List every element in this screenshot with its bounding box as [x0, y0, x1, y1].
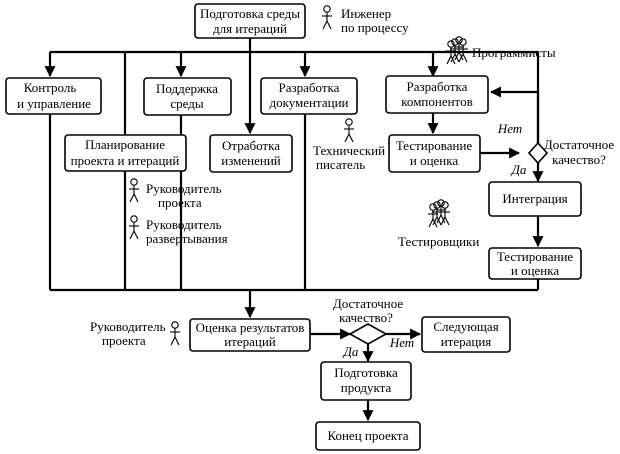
box-support-env: Поддержка среды	[143, 77, 232, 116]
box-eval: Оценка результатов итераций	[189, 318, 311, 352]
box-next-iter-line1: Следующая	[433, 319, 498, 334]
connectors	[44, 38, 544, 422]
box-changes-line2: изменений	[221, 153, 281, 168]
role-tech-writer-line2: писатель	[316, 157, 365, 172]
role-testers: Тестировщики	[398, 199, 479, 249]
person-icon	[343, 118, 355, 143]
role-project-manager-1: Руководитель проекта	[128, 178, 222, 210]
decision-2-yes-label: Да	[342, 344, 359, 359]
box-test2-line2: и оценка	[511, 263, 560, 278]
person-icon	[321, 5, 333, 30]
box-next-iter: Следующая итерация	[421, 316, 511, 353]
role-process-engineer-line1: Инженер	[341, 6, 391, 21]
decision-1-yes-label: Да	[510, 162, 527, 177]
decision-1-question-line2: качество?	[552, 152, 606, 167]
box-prep-env: Подготовка среды для итераций	[194, 3, 306, 39]
person-icon	[169, 321, 181, 346]
box-end: Конец проекта	[315, 421, 421, 451]
decision-quality-2: Достаточное качество? Нет Да	[333, 296, 414, 359]
box-control-line2: и управление	[17, 96, 91, 111]
box-next-iter-line2: итерация	[441, 334, 492, 349]
role-project-manager-1-line1: Руководитель	[146, 181, 222, 196]
decision-1-no-label: Нет	[497, 121, 522, 136]
box-comp-dev-line1: Разработка	[407, 79, 468, 94]
group-of-people-icon	[445, 36, 469, 65]
box-changes-line1: Отработка	[222, 138, 280, 153]
box-comp-dev-line2: компонентов	[401, 94, 472, 109]
role-tech-writer-line1: Технический	[313, 143, 385, 158]
role-programmers-label: Программисты	[472, 45, 556, 60]
box-prep-product-line2: продукта	[341, 380, 392, 395]
box-doc-dev-line2: документации	[269, 95, 348, 110]
decision-2-question-line1: Достаточное	[333, 296, 404, 311]
box-doc-dev: Разработка документации	[260, 77, 358, 115]
role-project-manager-2-line2: проекта	[102, 333, 146, 348]
box-integration: Интеграция	[488, 181, 582, 217]
box-test2-line1: Тестирование	[497, 249, 574, 264]
decision-2-no-label: Нет	[389, 335, 414, 350]
role-process-engineer-line2: по процессу	[341, 20, 409, 35]
box-test1-line2: и оценка	[410, 153, 459, 168]
box-integration-label: Интеграция	[502, 191, 567, 206]
box-planning-line1: Планирование	[85, 137, 165, 152]
box-test1-line1: Тестирование	[396, 138, 473, 153]
box-doc-dev-line1: Разработка	[279, 80, 340, 95]
role-deploy-manager: Руководитель развертывания	[128, 215, 228, 246]
box-planning-line2: проекта и итераций	[71, 153, 180, 168]
role-process-engineer: Инженер по процессу	[321, 5, 409, 35]
box-eval-line1: Оценка результатов	[196, 320, 305, 335]
box-prep-product: Подготовка продукта	[320, 361, 412, 401]
role-project-manager-1-line2: проекта	[158, 195, 202, 210]
box-changes: Отработка изменений	[209, 134, 293, 173]
role-tech-writer: Технический писатель	[313, 118, 385, 172]
role-project-manager-2-line1: Руководитель	[90, 319, 166, 334]
person-icon	[128, 178, 140, 203]
role-programmers: Программисты	[445, 36, 556, 65]
box-test1: Тестирование и оценка	[388, 134, 481, 173]
role-deploy-manager-line1: Руководитель	[146, 217, 222, 232]
box-end-label: Конец проекта	[327, 428, 408, 443]
box-prep-env-line1: Подготовка среды	[200, 6, 300, 21]
box-prep-product-line1: Подготовка	[334, 365, 398, 380]
box-planning: Планирование проекта и итераций	[64, 134, 187, 172]
box-eval-line2: итераций	[224, 334, 276, 349]
box-control: Контроль и управление	[5, 77, 102, 115]
role-deploy-manager-line2: развертывания	[146, 231, 228, 246]
box-support-env-line1: Поддержка	[156, 81, 218, 96]
box-test2: Тестирование и оценка	[488, 247, 582, 280]
group-of-people-icon	[427, 199, 451, 228]
decision-quality-1: Достаточное качество? Нет Да	[497, 121, 615, 177]
person-icon	[128, 215, 140, 240]
box-comp-dev: Разработка компонентов	[385, 75, 489, 114]
role-project-manager-2: Руководитель проекта	[90, 319, 181, 348]
box-support-env-line2: среды	[170, 96, 203, 111]
box-control-line1: Контроль	[24, 80, 77, 95]
decision-1-question-line1: Достаточное	[544, 137, 615, 152]
box-prep-env-line2: для итераций	[213, 21, 287, 36]
role-testers-label: Тестировщики	[398, 234, 479, 249]
decision-2-question-line2: качество?	[339, 310, 393, 325]
